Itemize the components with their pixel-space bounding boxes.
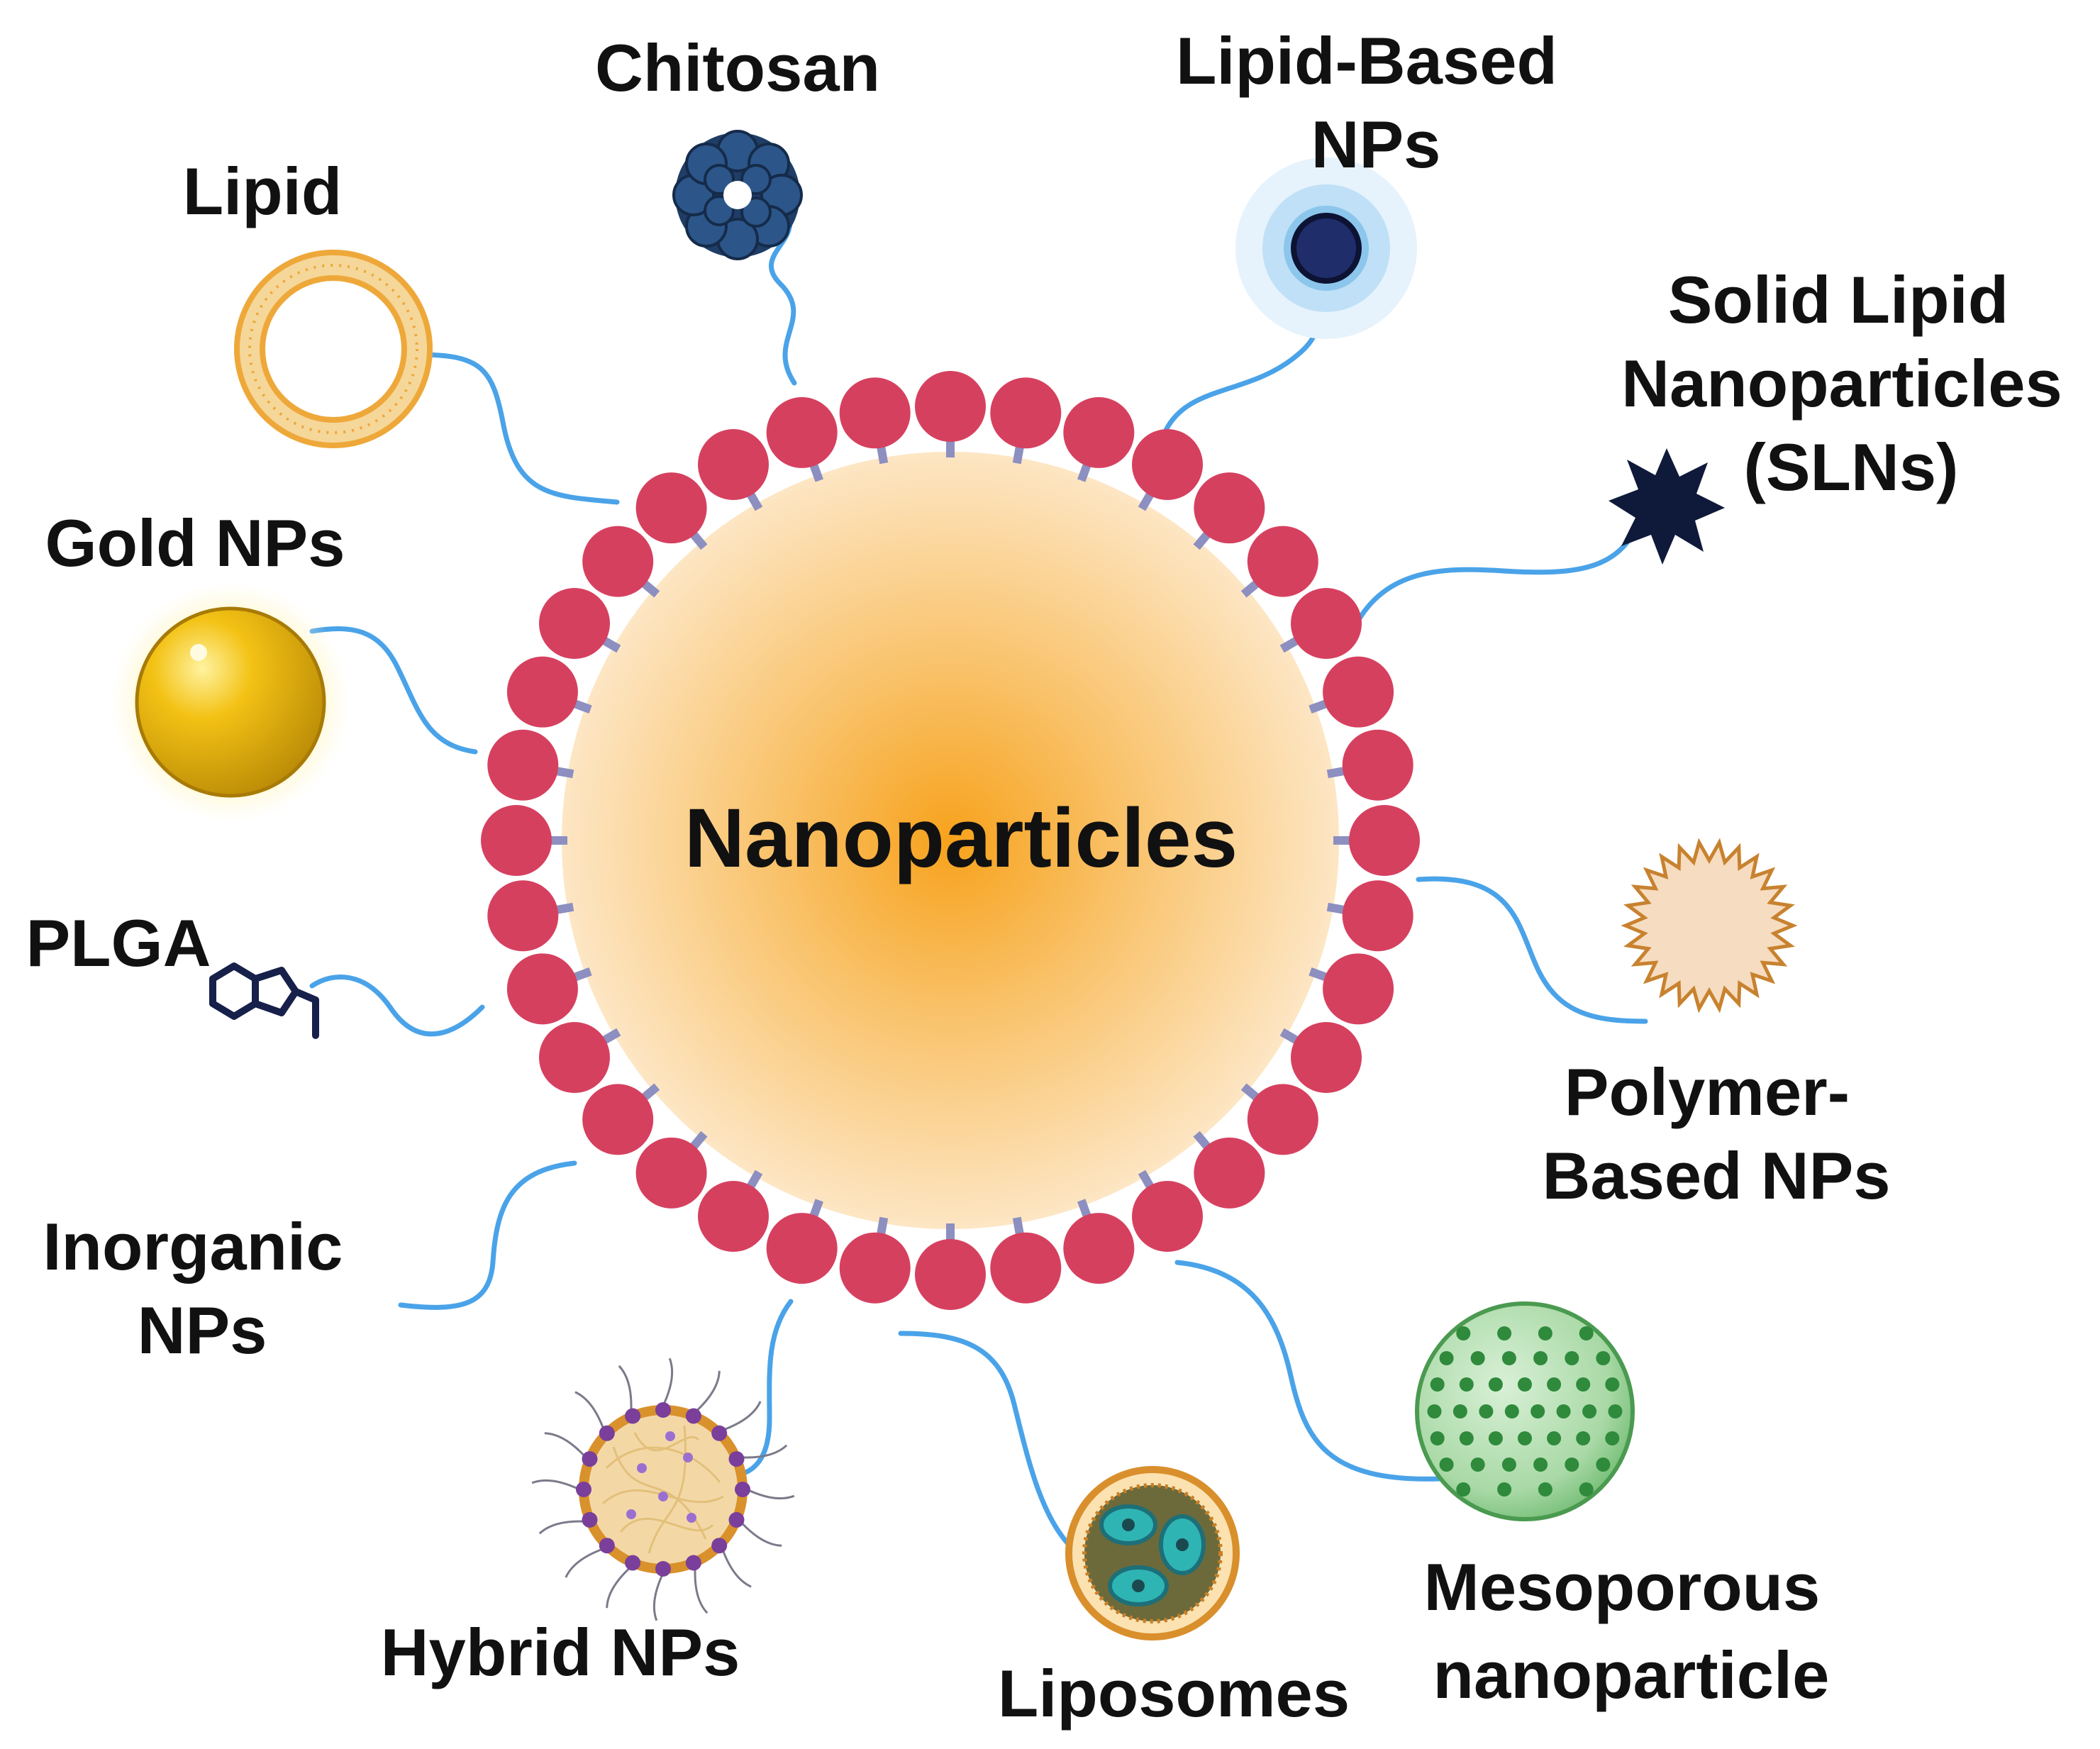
sln-star-icon	[1609, 448, 1725, 565]
shell-bead	[1063, 396, 1135, 468]
label-gold-nps: Gold NPs	[45, 506, 345, 580]
shell-bead	[698, 1181, 769, 1253]
shell-bead	[506, 953, 578, 1025]
hybrid-np-icon	[531, 1357, 795, 1621]
shell-bead	[1342, 729, 1413, 801]
connector-plga	[309, 975, 485, 1037]
label-liposomes: Liposomes	[998, 1656, 1350, 1731]
plga-molecule-icon	[209, 962, 319, 1039]
label-inorganic-nps: Inorganic NPs	[43, 1209, 361, 1367]
shell-bead	[1194, 472, 1265, 544]
shell-bead	[839, 1232, 911, 1304]
shell-bead	[1291, 588, 1362, 659]
connector-mesoporous	[1174, 1260, 1443, 1482]
connector-lines	[309, 210, 1648, 1556]
label-slns: Solid Lipid Nanoparticles (SLNs)	[1621, 262, 2081, 504]
shell-bead	[1342, 880, 1413, 952]
shell-bead	[915, 1239, 986, 1310]
liposome-icon	[1065, 1466, 1240, 1640]
shell-bead	[1132, 428, 1203, 500]
shell-bead	[766, 1213, 838, 1284]
label-chitosan: Chitosan	[595, 30, 880, 105]
label-polymer-based-nps: Polymer- Based NPs	[1542, 1055, 1890, 1213]
shell-bead	[1323, 953, 1394, 1025]
shell-bead	[698, 428, 769, 500]
connector-lipid	[416, 352, 620, 505]
shell-bead	[582, 1084, 654, 1155]
labels: Chitosan Lipid-Based NPs Lipid Solid Lip…	[26, 23, 2081, 1731]
shell-bead	[1194, 1137, 1265, 1209]
shell-bead	[766, 396, 838, 468]
label-mesoporous-nanoparticle: Mesoporous nanoparticle	[1424, 1550, 1839, 1712]
shell-bead	[487, 880, 559, 952]
shell-bead	[635, 472, 707, 544]
shell-bead	[990, 377, 1062, 449]
connector-polymer	[1416, 876, 1648, 1024]
chitosan-icon	[672, 130, 803, 260]
center-label: Nanoparticles	[684, 792, 1238, 885]
shell-bead	[538, 588, 610, 659]
connector-liposomes	[898, 1331, 1081, 1556]
shell-bead	[481, 805, 552, 876]
label-plga: PLGA	[26, 906, 211, 980]
shell-bead	[915, 371, 986, 442]
gold-np-icon	[110, 582, 351, 823]
connector-hybrid	[728, 1299, 794, 1478]
shell-bead	[990, 1232, 1062, 1304]
lipid-based-np-icon	[1235, 157, 1417, 339]
connector-inorganic	[398, 1160, 577, 1310]
label-lipid: Lipid	[183, 154, 343, 228]
lipid-ring-icon	[234, 250, 433, 448]
shell-beads	[481, 371, 1420, 1310]
shell-bead	[1063, 1213, 1135, 1284]
mesoporous-np-icon	[1415, 1301, 1635, 1521]
shell-bead	[538, 1022, 610, 1093]
shell-bead	[1323, 656, 1394, 728]
shell-bead	[1132, 1181, 1203, 1253]
shell-bead	[839, 377, 911, 449]
connector-slns	[1355, 522, 1641, 623]
polymer-np-icon	[1621, 838, 1798, 1014]
label-lipid-based-nps: Lipid-Based NPs	[1176, 23, 1576, 182]
nanoparticle-core	[562, 452, 1339, 1229]
shell-bead	[487, 729, 559, 801]
shell-bead	[635, 1137, 707, 1209]
shell-bead	[1291, 1022, 1362, 1093]
shell-bead	[1247, 1084, 1318, 1155]
label-hybrid-nps: Hybrid NPs	[381, 1615, 740, 1689]
shell-bead	[506, 656, 578, 728]
shell-bead	[1247, 526, 1318, 597]
connector-gold	[309, 626, 478, 755]
shell-bead	[1349, 805, 1420, 876]
shell-bead	[582, 526, 654, 597]
